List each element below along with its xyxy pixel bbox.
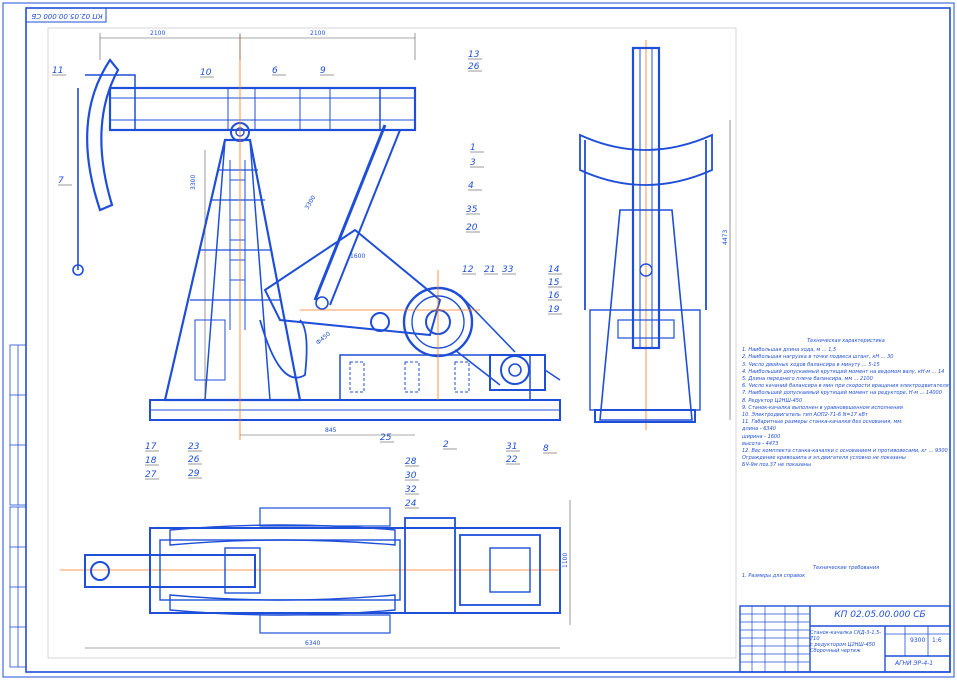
dim-2100-right: 2100: [310, 30, 325, 37]
notes-line: 11. Габаритные размеры станка-качалки бе…: [742, 419, 903, 426]
callout-number: 22: [506, 455, 518, 465]
dim-2100-left: 2100: [150, 30, 165, 37]
technical-characteristics: Техническая характеристика 1. Наибольшая…: [742, 338, 950, 470]
callout-number: 16: [548, 291, 560, 301]
notes-line: высота - 4473: [742, 440, 779, 447]
corner-code: КП 02.05.00.000 СБ: [31, 12, 103, 20]
callout-number: 7: [58, 176, 64, 186]
notes-line: 2. Наибольшая нагрузка в точке подвеса ш…: [742, 354, 894, 361]
dim-1100: 1100: [562, 553, 569, 568]
side-view: [579, 46, 713, 423]
callout-number: 27: [145, 470, 157, 480]
callout-number: 33: [502, 265, 514, 275]
callout-number: 30: [405, 471, 417, 481]
corner-code-box: [25, 7, 107, 23]
callout-number: 26: [468, 62, 480, 72]
callout-number: 23: [188, 442, 200, 452]
notes-line: 6. Число качаний балансира в мин при ско…: [742, 383, 950, 390]
organization: АГНИ ЭР-4-1: [895, 660, 934, 667]
callout-number: 29: [188, 469, 200, 479]
notes-line: 3. Число двойных ходов балансира в минут…: [742, 361, 880, 368]
callout-number: 17: [145, 442, 157, 452]
callout-number: 11: [52, 66, 63, 76]
scale-value: 1:6: [932, 637, 942, 644]
notes-line: длина - 6340: [742, 426, 776, 433]
dim-1600: 1600: [350, 253, 365, 260]
front-view: [72, 58, 561, 421]
callout-number: 2: [443, 440, 449, 450]
drawing-title: Станок-качалка СКД-3-1,5-710 с редукторо…: [810, 630, 885, 654]
left-margin-stamp: [9, 344, 27, 668]
dim-4473: 4473: [722, 230, 729, 245]
callout-number: 15: [548, 278, 560, 288]
callout-number: 25: [380, 433, 392, 443]
notes-title: Техническая характеристика: [807, 338, 885, 344]
drawing-title-line: с редуктором Ц2НШ-450: [810, 642, 876, 648]
mass-value: 9300: [910, 637, 926, 644]
dim-3300-diag: 3300: [304, 194, 318, 211]
notes-line: Ограждение кривошипа и эл.двигателя усло…: [742, 455, 906, 462]
callout-number: 21: [484, 265, 495, 275]
centerlines: [60, 35, 647, 571]
callout-number: 35: [466, 205, 478, 215]
dim-6340: 6340: [305, 640, 320, 647]
requirements-title: Технические требования: [812, 565, 880, 571]
dimension-lines: [85, 33, 731, 649]
callout-number: 20: [466, 223, 478, 233]
dim-450: Ф450: [315, 330, 332, 346]
notes-line: 5. Длина переднего плеча балансира, мм .…: [742, 376, 873, 383]
notes-line: 12. Вес комплекта станка-качалки с основ…: [742, 448, 948, 455]
top-view: [84, 507, 561, 634]
notes-line: ширина - 1600: [742, 433, 781, 440]
title-block: [739, 605, 951, 673]
notes-line: 7. Наибольший допускаемый крутящий момен…: [742, 390, 942, 397]
callout-number: 3: [470, 158, 476, 168]
notes-line: БЧ-9м поз.37 не показаны: [742, 462, 812, 469]
callout-number: 12: [462, 265, 474, 275]
notes-line: 9. Станок-качалка выполнен в уравновешен…: [742, 404, 903, 411]
callout-number: 31: [506, 442, 517, 452]
callout-number: 19: [548, 305, 560, 315]
callout-number: 24: [405, 499, 417, 509]
callout-number: 28: [405, 457, 417, 467]
sheet-frame: [25, 7, 951, 673]
dim-845: 845: [325, 427, 337, 434]
callout-number: 10: [200, 68, 212, 78]
notes-line: 8. Редуктор Ц2НШ-450: [742, 397, 803, 404]
dim-3300-vertical: 3300: [190, 175, 197, 190]
notes-line: 4. Наибольший допускаемый крутящий момен…: [742, 368, 945, 375]
callout-number: 6: [272, 66, 278, 76]
requirement-line: 1. Размеры для справок: [742, 573, 806, 579]
callout-number: 4: [468, 181, 474, 191]
callout-number: 18: [145, 456, 157, 466]
drawing-title-line: Сборочный чертеж: [810, 648, 861, 654]
callout-number: 13: [468, 50, 480, 60]
notes-line: 10. Электродвигатель тип АОП2-71-6 N=17 …: [742, 412, 868, 419]
callout-number: 8: [543, 444, 549, 454]
requirements-lines: 1. Размеры для справок: [742, 572, 950, 580]
document-code: КП 02.05.00.000 СБ: [834, 610, 926, 620]
callout-number: 14: [548, 265, 560, 275]
callout-number: 32: [405, 485, 417, 495]
callout-number: 9: [320, 66, 326, 76]
notes-line: 1. Наибольшая длина хода, м ... 1,5: [742, 347, 837, 354]
drawing-title-line: Станок-качалка СКД-3-1,5-710: [810, 630, 882, 642]
callout-number: 26: [188, 455, 200, 465]
technical-requirements: Технические требования 1. Размеры для сп…: [742, 564, 950, 580]
callout-number: 1: [470, 143, 476, 153]
view-frame: [47, 27, 737, 659]
